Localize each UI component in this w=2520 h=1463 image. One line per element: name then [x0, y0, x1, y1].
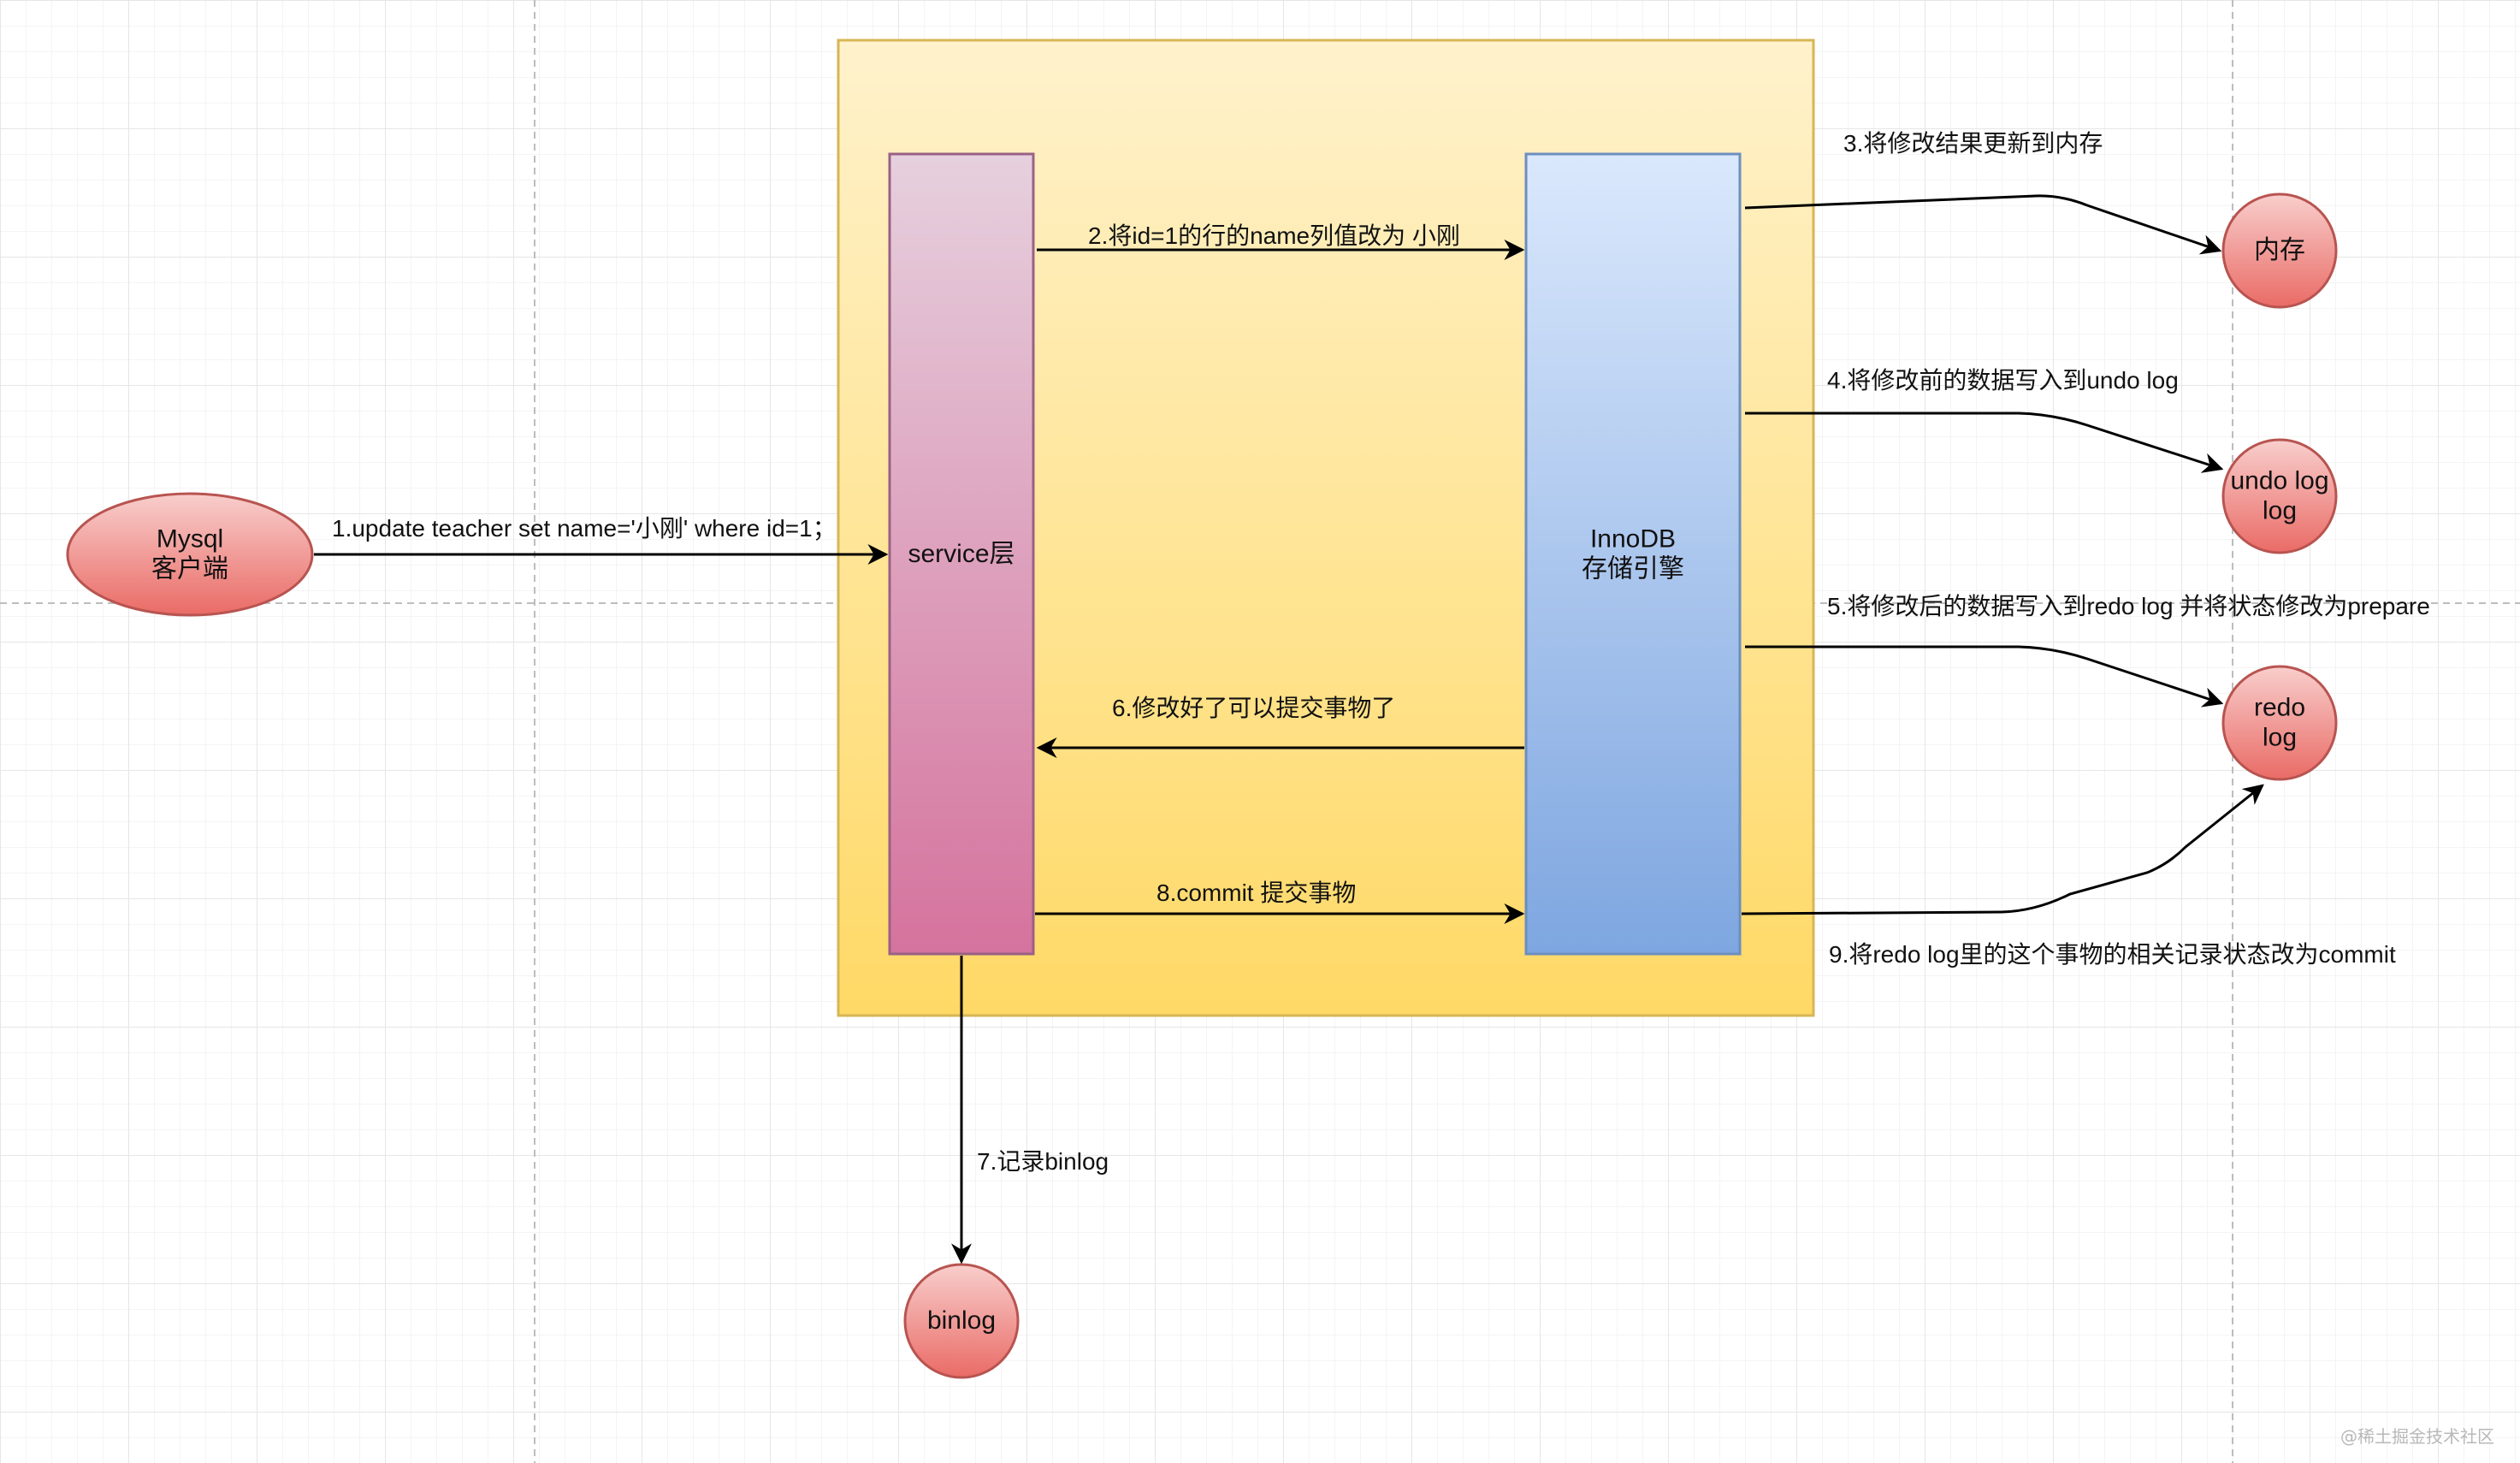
- binlog-label: binlog: [926, 1306, 997, 1335]
- step-5-label: 5.将修改后的数据写入到redo log 并将状态修改为prepare: [1827, 593, 2430, 619]
- redo-log-label-line2: log: [2262, 723, 2298, 751]
- undo-log-label-line1: undo log: [2230, 466, 2329, 495]
- step-6-label: 6.修改好了可以提交事物了: [1112, 695, 1396, 721]
- step-1-label: 1.update teacher set name='小刚' where id=…: [332, 515, 837, 542]
- mysql-client-label: Mysql 客户端: [151, 525, 228, 584]
- redo-log-label: redo log: [2254, 694, 2305, 753]
- memory-label: 内存: [2254, 235, 2305, 264]
- innodb-label: InnoDB 存储引擎: [1582, 525, 1684, 584]
- innodb-box[interactable]: [1524, 152, 1742, 956]
- mysql-client-node[interactable]: [66, 492, 314, 617]
- binlog-node[interactable]: [903, 1263, 1020, 1379]
- arrow-step-9[interactable]: [1741, 784, 2264, 915]
- service-layer-label: service层: [908, 539, 1015, 568]
- step-4-label: 4.将修改前的数据写入到undo log: [1827, 367, 2179, 394]
- watermark: @稀土掘金技术社区: [2340, 1426, 2494, 1447]
- arrow-step-4[interactable]: [1745, 412, 2224, 473]
- step-8-label: 8.commit 提交事物: [1156, 880, 1357, 906]
- step-3-label: 3.将修改结果更新到内存: [1843, 130, 2103, 157]
- innodb-label-line2: 存储引擎: [1582, 554, 1684, 583]
- redo-log-label-line1: redo: [2253, 693, 2306, 722]
- arrow-step-5[interactable]: [1745, 645, 2224, 708]
- undo-log-label: undo log log: [2230, 467, 2328, 526]
- mysql-client-label-line1: Mysql: [156, 524, 224, 554]
- redo-log-node[interactable]: [2221, 665, 2338, 781]
- arrow-step-3[interactable]: [1744, 194, 2222, 255]
- step-2-label: 2.将id=1的行的name列值改为 小刚: [1088, 222, 1460, 249]
- undo-log-label-line2: log: [2262, 496, 2298, 524]
- innodb-label-line1: InnoDB: [1589, 524, 1677, 554]
- step-7-label: 7.记录binlog: [977, 1148, 1109, 1175]
- undo-log-node[interactable]: [2221, 438, 2338, 554]
- mysql-client-label-line2: 客户端: [151, 554, 228, 583]
- memory-node[interactable]: [2221, 192, 2338, 309]
- step-9-label: 9.将redo log里的这个事物的相关记录状态改为commit: [1829, 941, 2396, 968]
- service-layer-box[interactable]: [888, 152, 1035, 956]
